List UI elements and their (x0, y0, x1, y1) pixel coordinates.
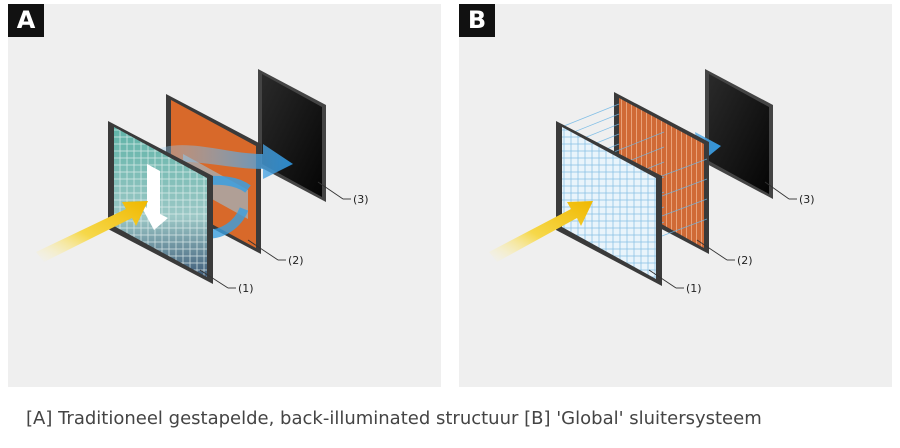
label-layer-3: (3) (799, 193, 815, 206)
global-shutter-diagram: (3) (2) (1) (489, 69, 815, 295)
label-layer-1: (1) (238, 282, 254, 295)
light-arrow-icon (36, 201, 148, 262)
panel-badge-b: B (459, 4, 495, 37)
layer-1-pixels (108, 121, 213, 284)
diagram-panel-b: B (459, 4, 892, 387)
label-layer-1: (1) (686, 282, 702, 295)
label-layer-3: (3) (353, 193, 369, 206)
light-arrow-icon (489, 201, 593, 262)
label-layer-2: (2) (737, 254, 753, 267)
diagram-panel-a: A (3) (8, 4, 441, 387)
panel-badge-a: A (8, 4, 44, 37)
stacked-sensor-diagram: (3) (2) (1) (36, 69, 369, 295)
layer-1-pixels (556, 121, 662, 286)
figure-caption: [A] Traditioneel gestapelde, back-illumi… (26, 408, 762, 429)
layer-3-logic (705, 69, 773, 199)
label-layer-2: (2) (288, 254, 304, 267)
layer-3-logic (258, 69, 326, 202)
